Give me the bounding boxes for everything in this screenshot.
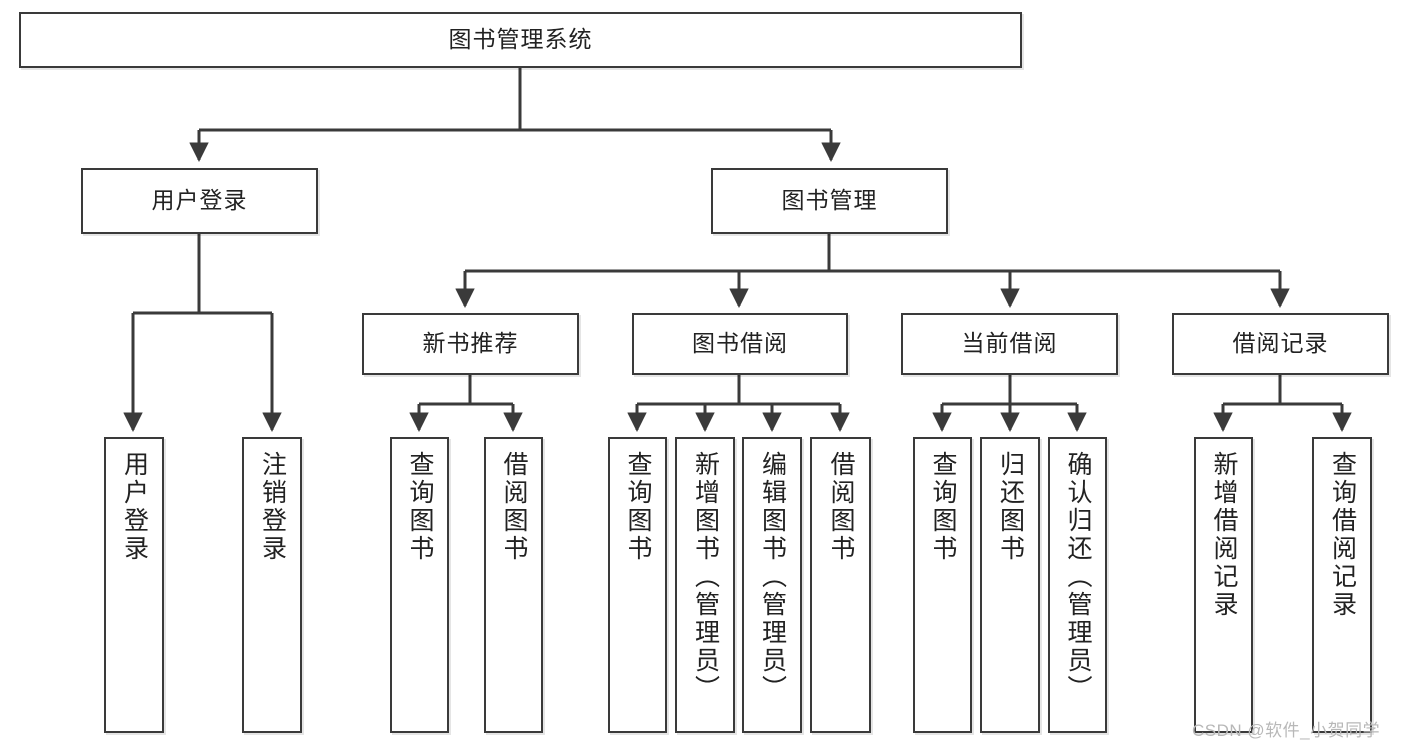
node-book-manage-label: 图书管理 [781,187,878,214]
node-leaf-user-login[interactable]: 用户登录 [104,437,164,733]
node-leaf-borrow-book-2[interactable]: 借阅图书 [810,437,871,733]
node-leaf-query-book-3[interactable]: 查询图书 [913,437,972,733]
node-leaf-borrow-book-2-label: 借阅图书 [827,451,855,563]
node-book-borrow-label: 图书借阅 [692,330,788,357]
node-leaf-user-login-label: 用户登录 [120,451,149,563]
node-leaf-edit-book[interactable]: 编辑图书（管理员） [742,437,802,733]
node-new-book-recommend[interactable]: 新书推荐 [362,313,579,375]
node-borrow-record[interactable]: 借阅记录 [1172,313,1389,375]
node-leaf-query-book-3-label: 查询图书 [929,451,957,563]
node-leaf-logout[interactable]: 注销登录 [242,437,302,733]
node-book-manage[interactable]: 图书管理 [711,168,948,234]
node-leaf-confirm-return-label: 确认归还（管理员） [1064,451,1092,703]
node-leaf-logout-label: 注销登录 [258,451,287,563]
node-leaf-query-book-1[interactable]: 查询图书 [390,437,449,733]
node-leaf-borrow-book-1[interactable]: 借阅图书 [484,437,543,733]
node-new-book-recommend-label: 新书推荐 [422,330,519,357]
node-leaf-borrow-book-1-label: 借阅图书 [500,451,528,563]
node-root[interactable]: 图书管理系统 [19,12,1022,68]
node-leaf-query-book-1-label: 查询图书 [406,451,434,563]
node-leaf-query-book-2-label: 查询图书 [624,451,652,563]
node-leaf-return-book-label: 归还图书 [996,451,1025,563]
node-leaf-add-book-label: 新增图书（管理员） [691,451,720,703]
node-leaf-add-record[interactable]: 新增借阅记录 [1194,437,1253,733]
node-root-label: 图书管理系统 [448,26,593,53]
node-current-borrow-label: 当前借阅 [961,330,1058,357]
node-leaf-add-record-label: 新增借阅记录 [1210,451,1238,619]
node-leaf-return-book[interactable]: 归还图书 [980,437,1040,733]
node-leaf-add-book[interactable]: 新增图书（管理员） [675,437,735,733]
node-book-borrow[interactable]: 图书借阅 [632,313,848,375]
csdn-watermark: CSDN @软件_小贺同学 [1192,721,1381,740]
node-current-borrow[interactable]: 当前借阅 [901,313,1118,375]
node-borrow-record-label: 借阅记录 [1232,330,1329,357]
node-user-login[interactable]: 用户登录 [81,168,318,234]
node-leaf-edit-book-label: 编辑图书（管理员） [758,451,787,703]
node-leaf-query-record-label: 查询借阅记录 [1328,451,1357,619]
node-leaf-confirm-return[interactable]: 确认归还（管理员） [1048,437,1107,733]
node-leaf-query-record[interactable]: 查询借阅记录 [1312,437,1372,733]
node-leaf-query-book-2[interactable]: 查询图书 [608,437,667,733]
node-user-login-label: 用户登录 [151,187,248,214]
